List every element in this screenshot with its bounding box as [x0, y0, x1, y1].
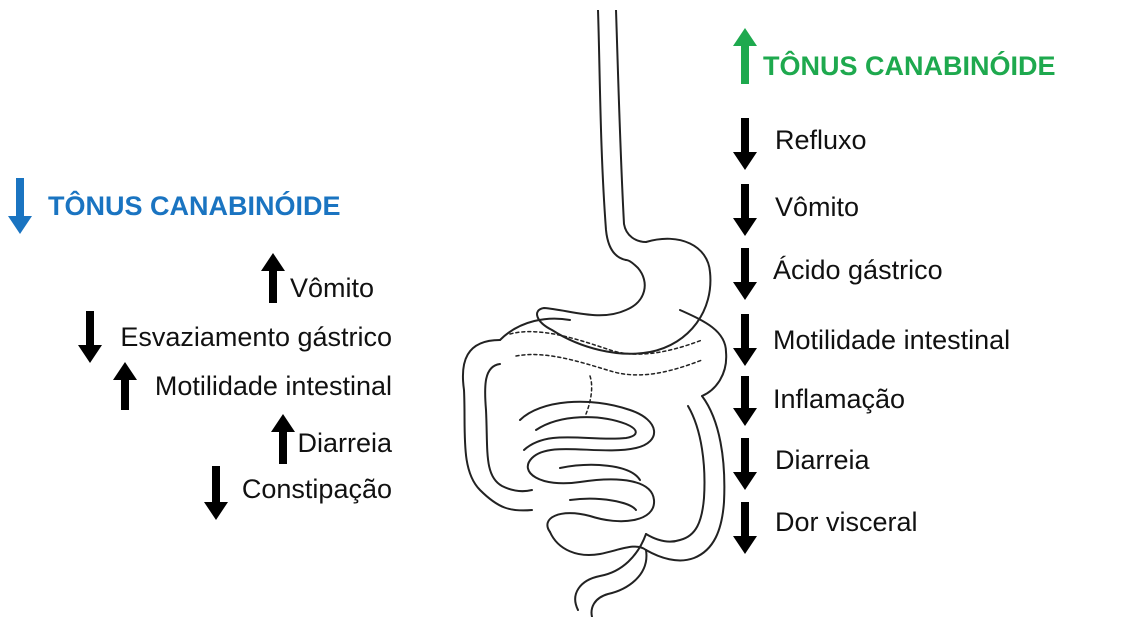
- right-effect-vomito: Vômito: [733, 184, 859, 236]
- blue-down-arrow-icon: [8, 178, 32, 234]
- right-effect-acido: Ácido gástrico: [733, 248, 943, 300]
- up-arrow-icon: [261, 253, 285, 303]
- effect-label: Ácido gástrico: [773, 255, 943, 286]
- up-arrow-icon: [271, 414, 295, 464]
- right-effect-dor: Dor visceral: [733, 502, 918, 554]
- effect-label: Dor visceral: [775, 507, 918, 538]
- right-effect-refluxo: Refluxo: [733, 118, 867, 170]
- left-effect-vomito: Vômito: [261, 251, 374, 304]
- green-up-arrow-icon: [733, 28, 757, 84]
- down-arrow-icon: [733, 118, 757, 170]
- effect-label: Diarreia: [297, 428, 392, 459]
- effect-label: Constipação: [242, 474, 392, 505]
- effect-label: Esvaziamento gástrico: [120, 322, 392, 353]
- down-arrow-icon: [204, 466, 228, 520]
- down-arrow-icon: [78, 311, 102, 363]
- effect-label: Diarreia: [775, 445, 870, 476]
- down-arrow-icon: [733, 314, 757, 366]
- left-effect-esvaziamento: Esvaziamento gástrico: [78, 311, 392, 363]
- digestive-tract-illustration-icon: [440, 10, 730, 617]
- down-arrow-icon: [733, 502, 757, 554]
- left-effect-diarreia: Diarreia: [271, 414, 392, 464]
- up-arrow-icon: [113, 362, 137, 410]
- down-arrow-icon: [733, 438, 757, 490]
- right-heading: TÔNUS CANABINÓIDE: [763, 51, 1056, 82]
- effect-label: Inflamação: [773, 384, 905, 415]
- effect-label: Motilidade intestinal: [155, 371, 392, 402]
- down-arrow-icon: [733, 248, 757, 300]
- left-effect-constipacao: Constipação: [204, 466, 392, 520]
- down-arrow-icon: [733, 184, 757, 236]
- effect-label: Motilidade intestinal: [773, 325, 1010, 356]
- right-effect-motilidade: Motilidade intestinal: [733, 314, 1010, 366]
- down-arrow-icon: [733, 376, 757, 426]
- left-heading: TÔNUS CANABINÓIDE: [48, 191, 341, 222]
- right-effect-inflamacao: Inflamação: [733, 376, 905, 426]
- right-effect-diarreia: Diarreia: [733, 438, 870, 490]
- effect-label: Refluxo: [775, 125, 867, 156]
- effect-label: Vômito: [290, 273, 374, 304]
- left-effect-motilidade: Motilidade intestinal: [113, 362, 392, 410]
- effect-label: Vômito: [775, 192, 859, 223]
